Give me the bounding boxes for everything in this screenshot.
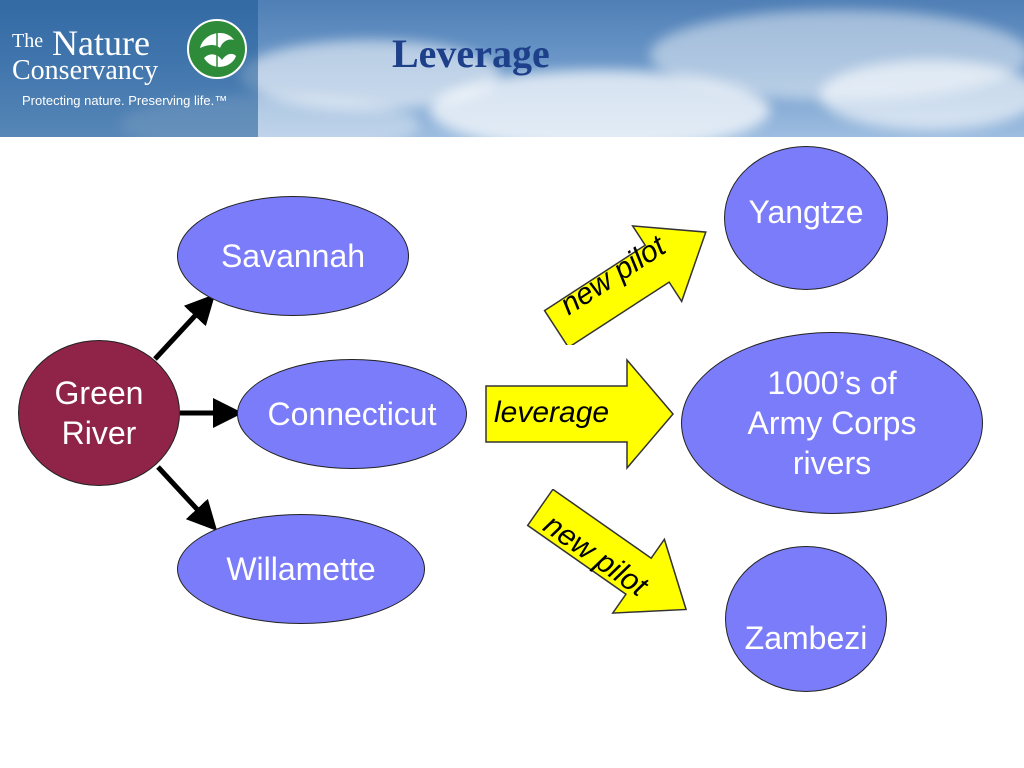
arrow-to-willamette — [156, 465, 218, 532]
arrow-new-pilot-bottom: new pilot — [514, 489, 714, 629]
logo-nature: Nature — [52, 23, 150, 63]
node-army-corps-line2: Army Corps — [747, 405, 917, 441]
header-banner: The Nature Conservancy Protecting nature… — [0, 0, 1024, 137]
node-willamette: Willamette — [177, 514, 425, 624]
node-army-corps-rivers: 1000’s of Army Corps rivers — [681, 332, 983, 514]
yellow-arrow-icon — [485, 358, 674, 470]
node-zambezi: Zambezi — [725, 546, 887, 692]
yellow-arrow-icon — [543, 225, 707, 345]
node-willamette-label: Willamette — [226, 551, 376, 587]
node-green-river-line2: River — [61, 415, 137, 451]
arrow-label-leverage: leverage — [494, 396, 610, 429]
logo-the: The — [12, 30, 44, 52]
yellow-arrow-icon — [526, 489, 688, 614]
leverage-diagram: Green River Savannah Connecticut Willame… — [0, 137, 1024, 768]
cloud — [820, 60, 1024, 130]
node-savannah-label: Savannah — [220, 238, 366, 274]
globe-leaf-icon — [187, 19, 247, 79]
connector-arrows — [153, 293, 243, 532]
logo-conservancy: Conservancy — [12, 55, 159, 86]
cloud — [430, 70, 770, 137]
node-yangtze: Yangtze — [724, 146, 888, 290]
node-connecticut: Connecticut — [237, 359, 467, 469]
arrow-new-pilot-top: new pilot — [532, 215, 732, 345]
node-yangtze-label: Yangtze — [748, 194, 864, 230]
node-green-river-line1: Green — [54, 375, 144, 411]
arrow-leverage: leverage — [485, 358, 675, 470]
logo-tagline: Protecting nature. Preserving life.™ — [22, 93, 228, 108]
node-connecticut-label: Connecticut — [267, 396, 437, 432]
node-savannah: Savannah — [177, 196, 409, 316]
arrow-to-savannah — [153, 293, 216, 361]
node-army-corps-line3: rivers — [792, 445, 872, 481]
page-title: Leverage — [392, 31, 550, 76]
node-zambezi-label: Zambezi — [744, 620, 868, 656]
node-green-river: Green River — [18, 340, 180, 486]
organization-logo: The Nature Conservancy Protecting nature… — [0, 0, 258, 137]
node-army-corps-line1: 1000’s of — [767, 365, 897, 401]
